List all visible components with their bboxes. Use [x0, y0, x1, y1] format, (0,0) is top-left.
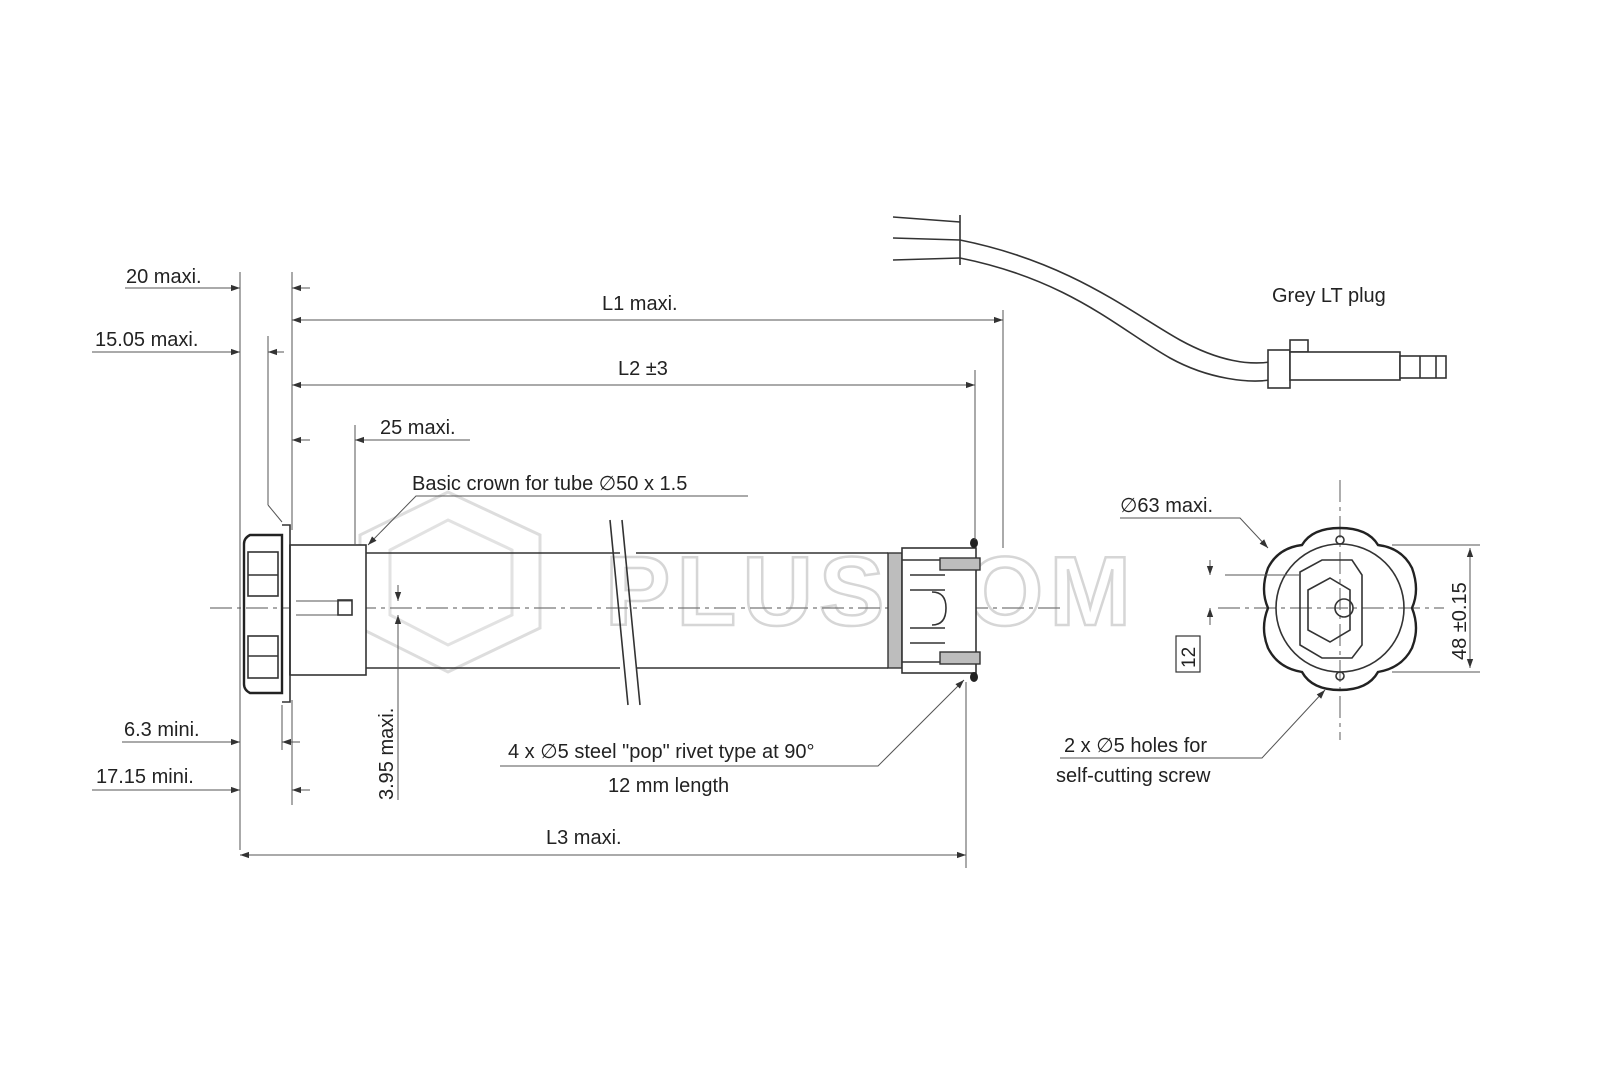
label-6-3-mini: 6.3 mini. [124, 719, 200, 741]
label-rivet-line1: 4 x ∅5 steel "pop" rivet type at 90° [508, 741, 814, 763]
label-3-95-maxi: 3.95 maxi. [376, 708, 398, 800]
label-15-05-maxi: 15.05 maxi. [95, 329, 198, 351]
label-20-maxi: 20 maxi. [126, 266, 202, 288]
watermark: PLUSCOM [358, 490, 1132, 674]
drive-crown [887, 538, 981, 682]
label-grey-lt-plug: Grey LT plug [1272, 285, 1386, 307]
label-12: 12 [1179, 647, 1200, 668]
dimension-labels: 20 maxi. 15.05 maxi. L1 maxi. L2 ±3 25 m… [95, 266, 1471, 849]
label-63-maxi: ∅63 maxi. [1120, 495, 1213, 517]
label-48: 48 ±0.15 [1449, 582, 1471, 660]
label-l1-maxi: L1 maxi. [602, 293, 678, 315]
label-rivet-line2: 12 mm length [608, 775, 729, 797]
motor-tube [366, 519, 888, 706]
dimension-lines [92, 272, 1004, 868]
motor-head [242, 524, 367, 703]
label-holes-line1: 2 x ∅5 holes for [1064, 735, 1207, 757]
label-l2: L2 ±3 [618, 358, 668, 380]
label-basic-crown: Basic crown for tube ∅50 x 1.5 [412, 473, 687, 495]
label-holes-line2: self-cutting screw [1056, 765, 1211, 787]
label-25-maxi: 25 maxi. [380, 417, 456, 439]
label-l3-maxi: L3 maxi. [546, 827, 622, 849]
label-17-15-mini: 17.15 mini. [96, 766, 194, 788]
cable-plug [892, 215, 1447, 389]
end-view [1060, 480, 1480, 759]
